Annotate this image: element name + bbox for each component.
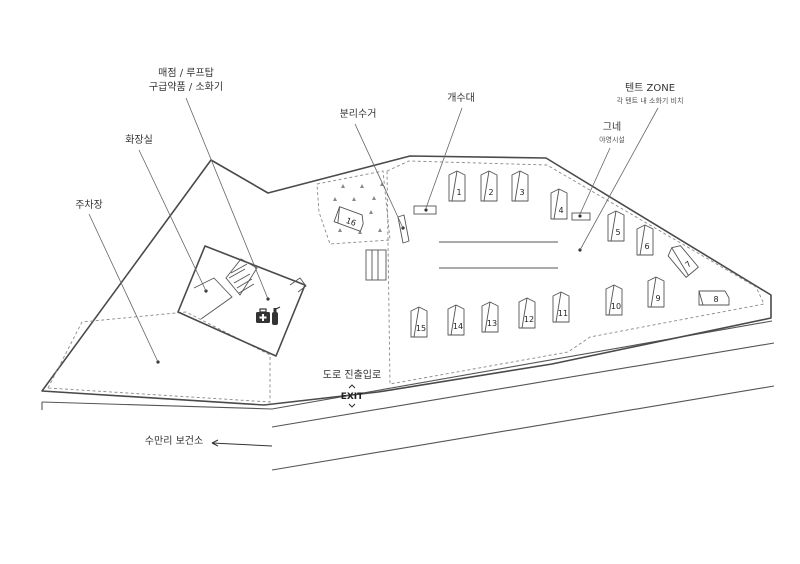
leader-lines (88, 97, 659, 363)
exit-sign: EXIT (341, 384, 364, 408)
tent-ridge (483, 170, 490, 202)
tent-number: 9 (655, 294, 660, 303)
tent-number: 5 (615, 228, 620, 237)
sink-label: 개수대 (447, 92, 475, 104)
recycling-zone-outline (316, 170, 391, 245)
sink-box (413, 205, 437, 215)
tent-ridge (555, 291, 562, 323)
tent-13: 13 (481, 301, 499, 333)
tent-ridge (608, 284, 615, 316)
exit-label: EXIT (341, 392, 364, 402)
tent-number: 3 (519, 188, 524, 197)
parking-stalls (365, 249, 387, 281)
tent-number: 13 (487, 319, 497, 328)
tent-number: 2 (488, 188, 493, 197)
tent-number: 6 (644, 242, 649, 251)
entrance-label: 도로 진출입로 (323, 368, 381, 381)
parking-zone-outline (47, 311, 271, 403)
tent-9: 9 (647, 276, 665, 308)
tent-ridge (514, 170, 521, 202)
tent-zone-label: 텐트 ZONE (625, 82, 675, 94)
tent-ridge (450, 304, 457, 336)
tent-number: 1 (456, 188, 461, 197)
tent-ridge (650, 276, 657, 308)
tent-number: 11 (558, 309, 568, 318)
road (41, 320, 775, 471)
tent-number: 16 (345, 216, 358, 228)
tent-7: 7 (667, 245, 699, 278)
tent-ridge (553, 188, 560, 220)
tent-4: 4 (550, 188, 568, 220)
restroom-label: 화장실 (125, 134, 153, 146)
tent-ridge (451, 170, 458, 202)
tent-ridge (639, 224, 646, 256)
fire-extinguisher-icon (272, 306, 281, 325)
tent-ridge (671, 247, 689, 276)
tent-ridge (610, 210, 617, 242)
store-label-line1: 매점 / 루프탑 (158, 67, 214, 79)
tent-15: 15 (410, 306, 428, 338)
tent-1: 1 (448, 170, 466, 202)
tent-10: 10 (605, 284, 623, 316)
swing-box (571, 212, 591, 221)
swing-label: 그네 (603, 121, 621, 133)
arrow-left-icon (211, 439, 273, 447)
tent-ridge (484, 301, 491, 333)
tent-3: 3 (511, 170, 529, 202)
tent-2: 2 (480, 170, 498, 202)
tent-ridge (413, 306, 420, 338)
swing-dot (578, 214, 582, 218)
tent-number: 7 (684, 259, 694, 269)
tent-number: 10 (611, 302, 621, 311)
tent-5: 5 (607, 210, 625, 242)
tent-ridge (521, 297, 528, 329)
tent-8: 8 (698, 290, 730, 306)
recycling-label: 분리수거 (340, 108, 377, 120)
main-building (177, 245, 307, 357)
tent-ridge (337, 206, 341, 224)
tent-ridge (698, 290, 704, 306)
site-outline (41, 155, 772, 406)
first-aid-kit-icon (256, 308, 270, 323)
tent-12: 12 (518, 297, 536, 329)
tent-shape (333, 206, 364, 232)
tent-16: 16 (333, 206, 364, 232)
tent-14: 14 (447, 304, 465, 336)
swing-sublabel: 야영시설 (599, 135, 625, 144)
tent-number: 12 (524, 315, 534, 324)
tent-6: 6 (636, 224, 654, 256)
tree-marks (333, 182, 384, 234)
parking-label: 주차장 (75, 199, 103, 211)
tent-zone-sublabel: 각 텐트 내 소화기 비치 (617, 96, 684, 105)
store-label-line2: 구급약품 / 소화기 (149, 81, 223, 93)
tent-number: 8 (713, 295, 718, 304)
sink-dot (424, 208, 428, 212)
health-center-label: 수만리 보건소 (145, 435, 203, 447)
tent-number: 14 (453, 322, 463, 331)
tent-number: 4 (558, 206, 563, 215)
tent-number: 15 (416, 324, 426, 333)
tent-11: 11 (552, 291, 570, 323)
tent-zone-outline (386, 160, 765, 385)
tent-shape (698, 290, 730, 306)
